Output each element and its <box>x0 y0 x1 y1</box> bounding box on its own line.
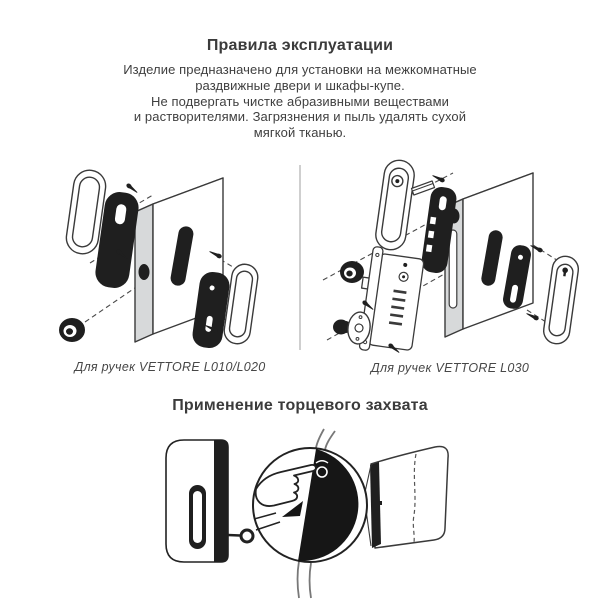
diagram-divider <box>299 165 301 350</box>
knob-hole <box>138 264 150 280</box>
gasket-right <box>192 271 230 349</box>
handle-trim-right <box>223 263 259 345</box>
description-line: Изделие предназначено для установки на м… <box>123 62 477 77</box>
pressing-hand-icon <box>253 464 317 531</box>
direction-arrow <box>282 501 303 517</box>
insert-right <box>503 245 531 309</box>
door-edge-band <box>296 428 336 599</box>
page-title: Правила эксплуатации <box>206 37 394 54</box>
end-knob <box>59 318 85 342</box>
description-line: раздвижные двери и шкафы-купе. <box>195 77 405 93</box>
description-line: Не подвергать чистке абразивными веществ… <box>150 93 450 109</box>
diagram-l010-exploded <box>59 169 259 349</box>
end-grip-strip <box>370 462 381 548</box>
gasket-left <box>95 192 139 288</box>
handle-recess <box>189 485 206 549</box>
door-panel-right <box>370 445 449 549</box>
end-knob <box>340 261 364 283</box>
description-line: и растворителями. Загрязнения и пыль уда… <box>133 109 467 125</box>
diagram-l030-exploded <box>322 159 580 355</box>
door-panel-left <box>165 439 255 563</box>
diagram-end-grip-usage <box>165 428 449 599</box>
description-line: мягкой тканью. <box>253 125 347 141</box>
caption-l030: Для ручек VETTORE L030 <box>370 361 530 375</box>
section2-title: Применение торцевого захвата <box>172 397 428 414</box>
end-grip-strip <box>214 440 228 562</box>
handle-slot <box>170 226 194 286</box>
handle-slot <box>481 230 503 286</box>
magnifier-circle <box>252 447 368 563</box>
handle-trim-left <box>65 169 107 255</box>
handle-trim-right <box>542 255 580 345</box>
grip-knob-detail <box>316 466 328 478</box>
spindle-rod <box>410 180 436 196</box>
handle-trim-left <box>375 159 415 251</box>
edge-slot <box>448 229 458 309</box>
gasket-center <box>421 187 457 273</box>
rosette <box>347 311 371 345</box>
usage-description: Изделие предназначено для установки на м… <box>0 62 600 141</box>
end-grip-knob <box>239 528 255 544</box>
caption-l010: Для ручек VETTORE L010/L020 <box>74 360 266 374</box>
